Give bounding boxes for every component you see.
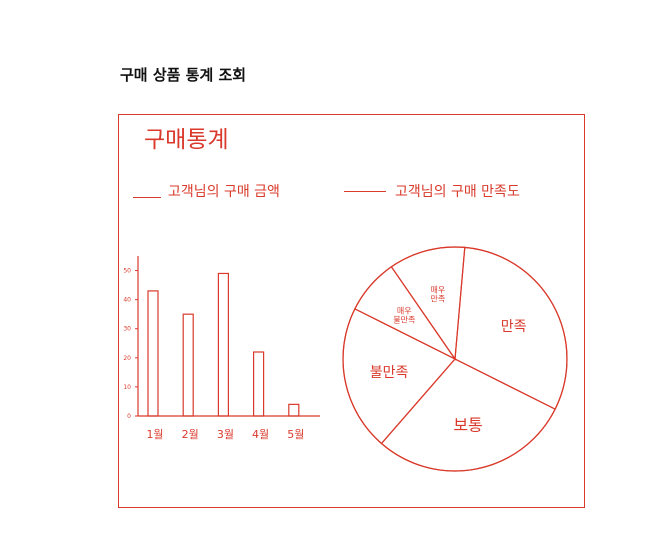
y-tick-label: 10 bbox=[123, 384, 131, 391]
bar bbox=[217, 272, 229, 417]
x-tick-label: 5월 bbox=[287, 428, 304, 441]
bar bbox=[253, 351, 265, 417]
pie-chart-title: 고객님의 구매 만족도 bbox=[395, 184, 520, 200]
y-tick-label: 0 bbox=[127, 413, 131, 420]
x-tick-label: 3월 bbox=[217, 428, 234, 441]
pie-slice-label: 만족 bbox=[501, 319, 527, 335]
pie-slice bbox=[454, 246, 568, 410]
bar bbox=[147, 290, 159, 417]
bar-chart: 0 10 20 30 40 50 1월 2월 3월 4월 5월 bbox=[123, 256, 320, 441]
bar-chart-legend-line bbox=[133, 197, 161, 198]
pie-slice bbox=[380, 358, 556, 472]
y-tick-label: 30 bbox=[123, 326, 131, 333]
y-tick-label: 50 bbox=[123, 268, 131, 275]
x-tick-label: 4월 bbox=[252, 428, 269, 441]
page-title: 구매 상품 통계 조회 bbox=[120, 66, 247, 84]
pie-slice bbox=[342, 308, 456, 445]
y-tick-label: 20 bbox=[123, 355, 131, 362]
bar bbox=[288, 403, 300, 417]
sketch-title: 구매통계 bbox=[144, 127, 229, 153]
y-tick-label: 40 bbox=[123, 297, 131, 304]
x-tick-label: 1월 bbox=[146, 428, 163, 441]
pie-slice-label: 불만족 bbox=[370, 365, 409, 381]
bar bbox=[182, 313, 194, 417]
sketch-frame bbox=[118, 114, 585, 508]
x-tick-label: 2월 bbox=[182, 428, 199, 441]
pie-slice-label: 보통 bbox=[453, 416, 482, 435]
pie-chart-legend-line bbox=[344, 191, 386, 192]
pie-slice bbox=[390, 246, 466, 361]
bar-chart-title: 고객님의 구매 금액 bbox=[168, 184, 280, 200]
